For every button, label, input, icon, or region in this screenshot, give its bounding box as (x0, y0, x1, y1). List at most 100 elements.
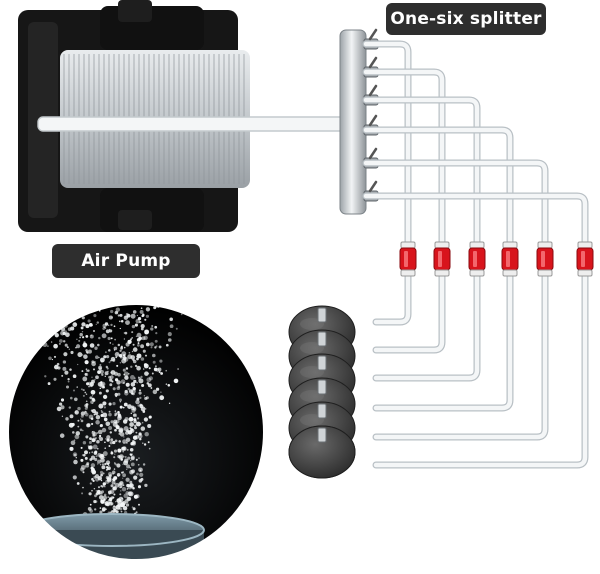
bubble (139, 396, 142, 400)
bubble (110, 309, 114, 314)
bubble (101, 373, 104, 376)
bubble (110, 337, 113, 340)
bubble (53, 377, 57, 381)
bubble (130, 365, 133, 368)
bubble (116, 463, 121, 468)
bubble (110, 356, 116, 362)
bubble (91, 360, 95, 364)
bubble (120, 320, 124, 323)
bubble (138, 378, 144, 384)
bubble (147, 441, 150, 444)
bubble (145, 396, 149, 400)
bubble (119, 349, 122, 352)
bubble (121, 446, 126, 451)
bubble (113, 325, 116, 328)
bubble (58, 312, 62, 317)
bubble (105, 468, 108, 471)
bubble (125, 441, 128, 444)
bubble (130, 456, 135, 461)
air-tube (363, 160, 548, 440)
bubble (105, 389, 109, 393)
bubble (94, 346, 98, 350)
bubble (133, 379, 137, 384)
bubble (122, 484, 125, 487)
bubble (105, 460, 111, 465)
bubble (103, 493, 107, 497)
bubble (115, 356, 118, 359)
bubble (134, 364, 138, 368)
bubble (116, 386, 121, 391)
bubble (103, 355, 107, 359)
bubble (91, 376, 93, 378)
bubble (100, 479, 103, 482)
bubble (84, 456, 88, 460)
bubble (142, 349, 146, 353)
bubble (140, 357, 145, 361)
bubble (82, 471, 85, 474)
bubble (96, 432, 99, 434)
bubble (96, 489, 101, 494)
bubble (115, 501, 117, 503)
bubble (132, 387, 136, 391)
outlet-valve-lever (368, 56, 378, 69)
air-stone-nozzle (317, 355, 327, 371)
bubble (94, 457, 98, 462)
bubble (114, 462, 116, 464)
bubble (96, 321, 99, 324)
bubble (60, 405, 65, 410)
bubble (64, 343, 68, 347)
bubble (107, 462, 110, 465)
bubble (112, 472, 115, 475)
air-stones (288, 305, 356, 479)
bubble (93, 360, 96, 363)
bubble (118, 496, 124, 502)
bubble (62, 340, 66, 343)
bubble (159, 359, 163, 363)
bubble (60, 398, 65, 402)
bubble (105, 421, 111, 427)
bubble (119, 313, 123, 317)
bubble (90, 400, 94, 404)
bubble (89, 334, 94, 339)
bubble (59, 339, 63, 343)
bubble (144, 483, 148, 488)
bubble (116, 380, 121, 385)
bubble (82, 342, 88, 348)
bubble (66, 311, 68, 313)
bubble (87, 507, 92, 511)
bubble (98, 403, 104, 409)
bubble (126, 483, 130, 488)
bubble (88, 452, 91, 454)
bubble (106, 438, 110, 442)
bubble (67, 327, 72, 331)
bubble (143, 443, 147, 446)
bubble (135, 511, 138, 514)
bubble (134, 323, 138, 327)
bubble (99, 463, 102, 466)
bubble (104, 486, 106, 488)
bubble (114, 439, 118, 443)
air-tube (363, 41, 411, 325)
bubble (130, 313, 136, 319)
bubble (61, 374, 64, 377)
bubble (80, 458, 84, 462)
bubble (110, 438, 114, 442)
bubble (97, 429, 103, 435)
bubble (100, 473, 103, 477)
bubble (138, 432, 142, 436)
bubble (91, 379, 95, 384)
bubble (58, 402, 63, 406)
bubble (94, 378, 96, 381)
bubble (123, 371, 129, 377)
air-stone-nozzle (317, 307, 327, 323)
bubble (122, 477, 124, 479)
bubble (113, 476, 118, 480)
bubble (109, 383, 113, 387)
bubble (147, 372, 150, 375)
bubble (151, 324, 154, 328)
bubble (145, 354, 147, 357)
bubble (108, 474, 112, 478)
bubble (127, 404, 132, 409)
air-stone-bottom (288, 425, 356, 479)
bubble (100, 484, 103, 488)
